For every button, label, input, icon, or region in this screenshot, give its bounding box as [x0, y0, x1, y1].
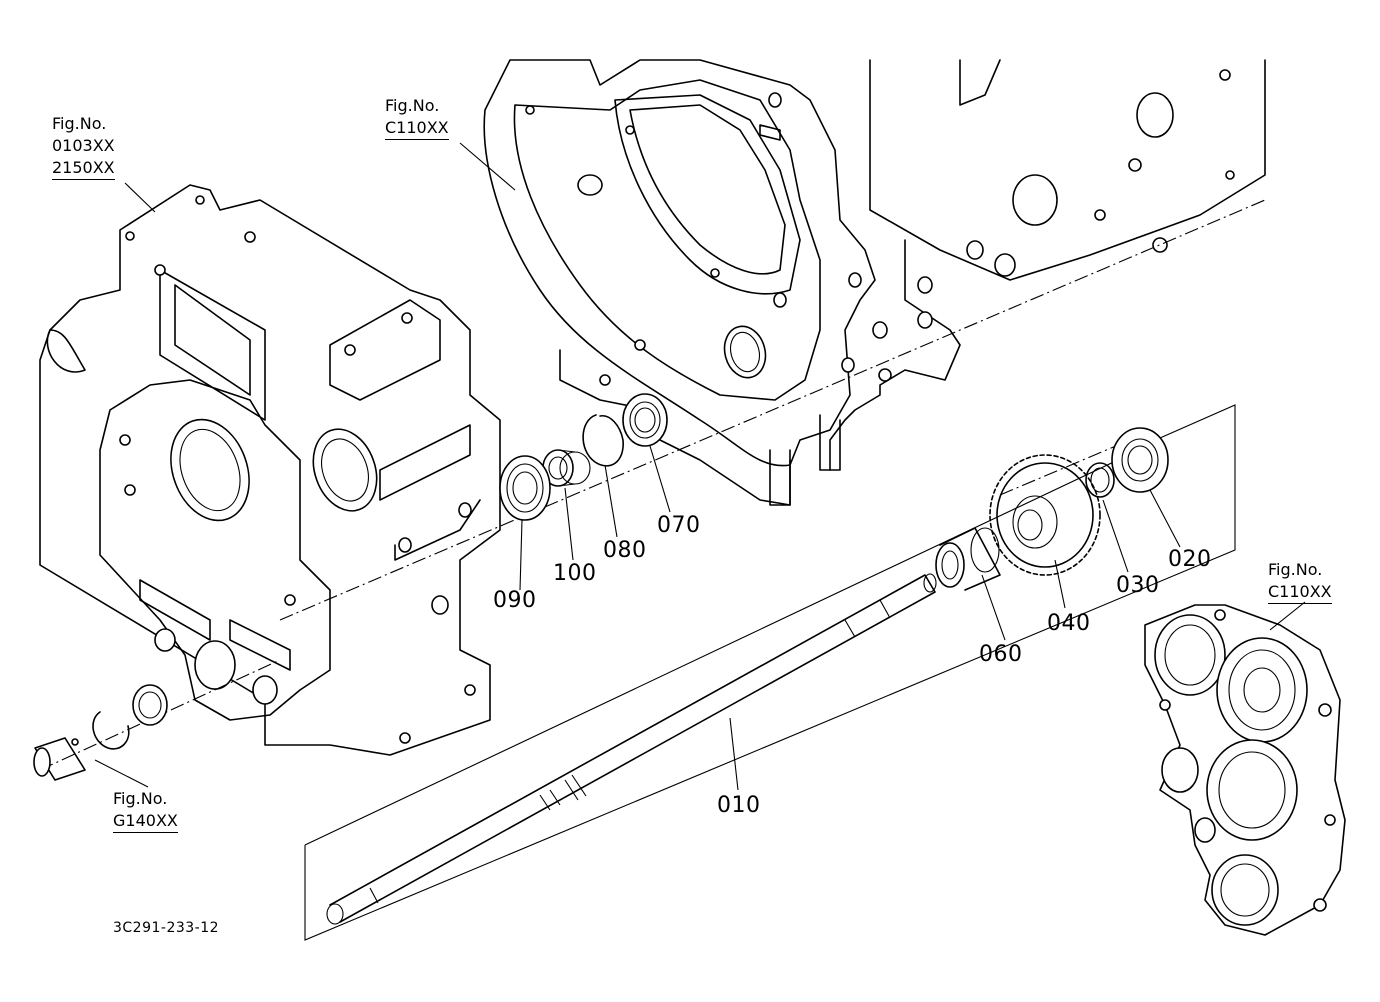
figure-ref-title: Fig.No. — [385, 96, 440, 115]
lower-left-small-parts — [33, 684, 168, 781]
figure-ref-title: Fig.No. — [52, 114, 107, 133]
diagram-code: 3C291-233-12 — [113, 920, 220, 936]
part-label-090[interactable]: 090 — [493, 588, 537, 613]
figure-ref-number: C110XX — [385, 117, 449, 140]
part-label-010[interactable]: 010 — [717, 793, 761, 818]
figure-ref-top-left[interactable]: Fig.No. 0103XX 2150XX — [52, 113, 115, 180]
part-label-060[interactable]: 060 — [979, 642, 1023, 667]
part-label-030[interactable]: 030 — [1116, 573, 1160, 598]
part-label-100[interactable]: 100 — [553, 561, 597, 586]
part-label-020[interactable]: 020 — [1168, 547, 1212, 572]
figure-ref-bottom-left[interactable]: Fig.No. G140XX — [113, 788, 178, 833]
oil-seal-090 — [499, 455, 551, 521]
figure-ref-number: G140XX — [113, 810, 178, 833]
left-gear-housing — [39, 184, 501, 756]
circlip-030 — [1085, 462, 1115, 498]
bearing-020 — [1111, 427, 1169, 493]
figure-ref-title: Fig.No. — [1268, 560, 1323, 579]
circlip-080 — [582, 414, 624, 467]
shaft-010 — [326, 573, 937, 925]
figure-ref-right[interactable]: Fig.No. C110XX — [1268, 559, 1332, 604]
sleeve-060 — [935, 527, 1001, 591]
right-cover — [1144, 604, 1346, 936]
figure-ref-number: 0103XX — [52, 136, 115, 155]
figure-ref-title: Fig.No. — [113, 789, 168, 808]
figure-ref-top-center[interactable]: Fig.No. C110XX — [385, 95, 449, 140]
leader-lines — [94, 142, 1306, 791]
bearing-070 — [622, 393, 668, 447]
gear-040 — [989, 454, 1101, 576]
part-label-040[interactable]: 040 — [1047, 611, 1091, 636]
shaft-group-frame — [304, 404, 1236, 941]
part-label-070[interactable]: 070 — [657, 513, 701, 538]
figure-ref-number: C110XX — [1268, 581, 1332, 604]
figure-ref-number: 2150XX — [52, 157, 115, 180]
part-label-080[interactable]: 080 — [603, 538, 647, 563]
